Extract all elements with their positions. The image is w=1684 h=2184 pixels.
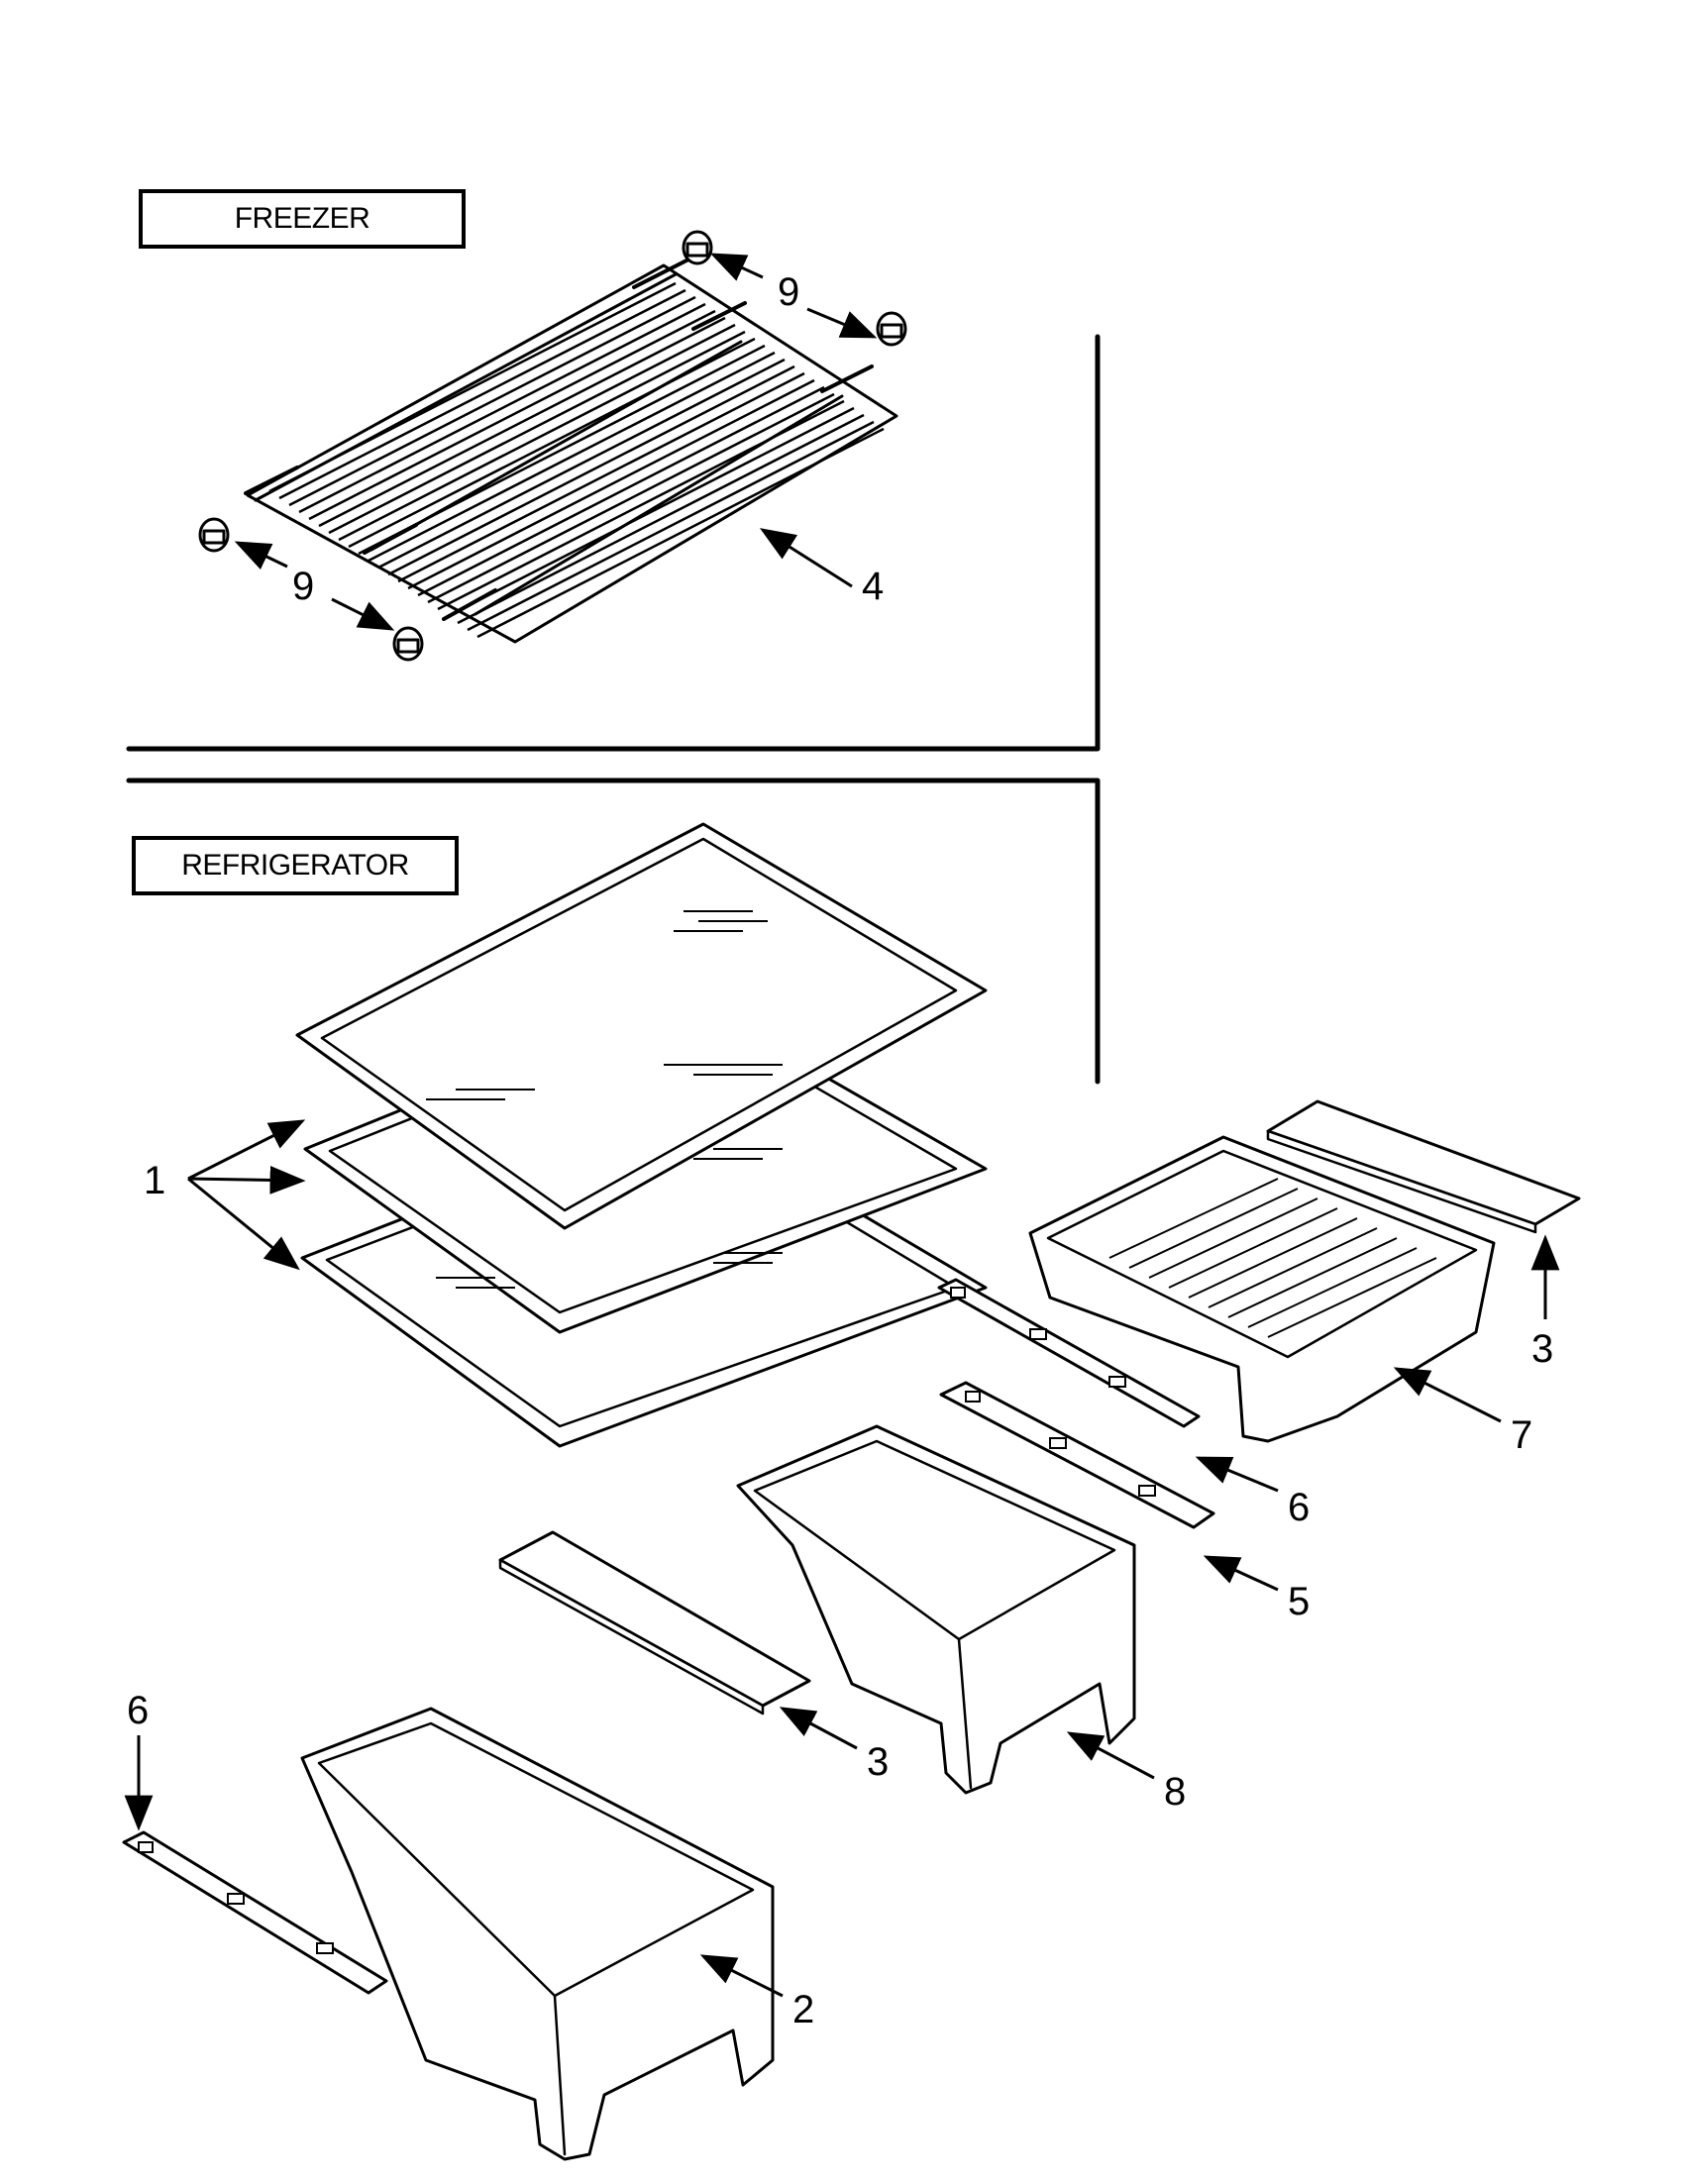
callout-1: 1 [144, 1159, 165, 1202]
rail-bracket-lower [122, 1830, 388, 1995]
callout-8: 8 [1164, 1770, 1186, 1814]
refrigerator-label-box: REFRIGERATOR [132, 836, 459, 895]
leader-arrows [124, 253, 1560, 1998]
shelf-supports [198, 230, 907, 662]
crisper-cover-left [498, 1530, 811, 1716]
callout-3-left: 3 [867, 1740, 889, 1784]
meat-pan [1028, 1135, 1496, 1443]
callout-6-right: 6 [1288, 1486, 1310, 1529]
crisper-right [736, 1424, 1136, 1795]
refrigerator-label: REFRIGERATOR [181, 849, 409, 882]
wire-shelf [244, 258, 898, 644]
callout-7: 7 [1511, 1413, 1532, 1457]
callout-6-left: 6 [127, 1689, 149, 1732]
glass-shelves [295, 822, 988, 1448]
callout-numbers: 9 9 4 1 3 7 6 5 6 3 8 2 [127, 270, 1553, 2031]
callout-9-top: 9 [778, 270, 799, 314]
callout-2: 2 [792, 1988, 814, 2031]
callout-3-right: 3 [1531, 1327, 1553, 1371]
rail-bracket-upper [937, 1278, 1201, 1428]
section-dividers [126, 334, 1101, 1085]
crisper-cover-right [1266, 1099, 1581, 1234]
slide-rail [939, 1381, 1215, 1529]
callout-4: 4 [862, 565, 884, 608]
freezer-label-box: FREEZER [139, 189, 466, 249]
callout-9-bottom: 9 [292, 565, 314, 608]
crisper-left [300, 1707, 775, 2161]
freezer-label: FREEZER [234, 202, 370, 235]
callout-5: 5 [1288, 1580, 1310, 1623]
